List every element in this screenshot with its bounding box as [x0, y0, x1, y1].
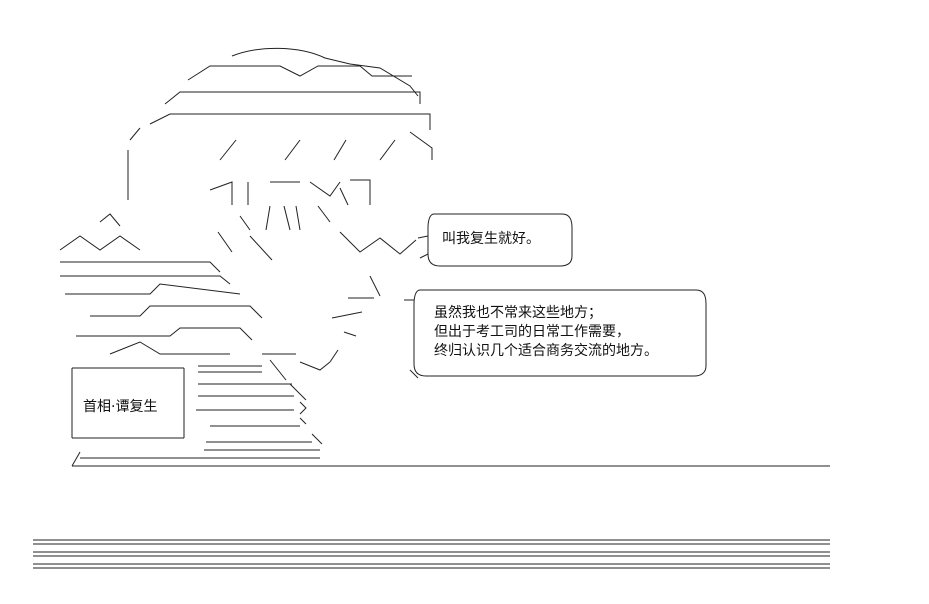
speech-bubble-top-text: 叫我复生就好。	[442, 231, 540, 247]
speech-bubble-main-line-2: 但出于考工司的日常工作需要，	[434, 324, 630, 340]
nameplate-label: 首相·谭复生	[83, 399, 158, 415]
speech-bubble-main-line-1: 虽然我也不常来这些地方；	[434, 305, 602, 321]
speech-bubble-main-line-3: 终归认识几个适合商务交流的地方。	[434, 343, 658, 359]
